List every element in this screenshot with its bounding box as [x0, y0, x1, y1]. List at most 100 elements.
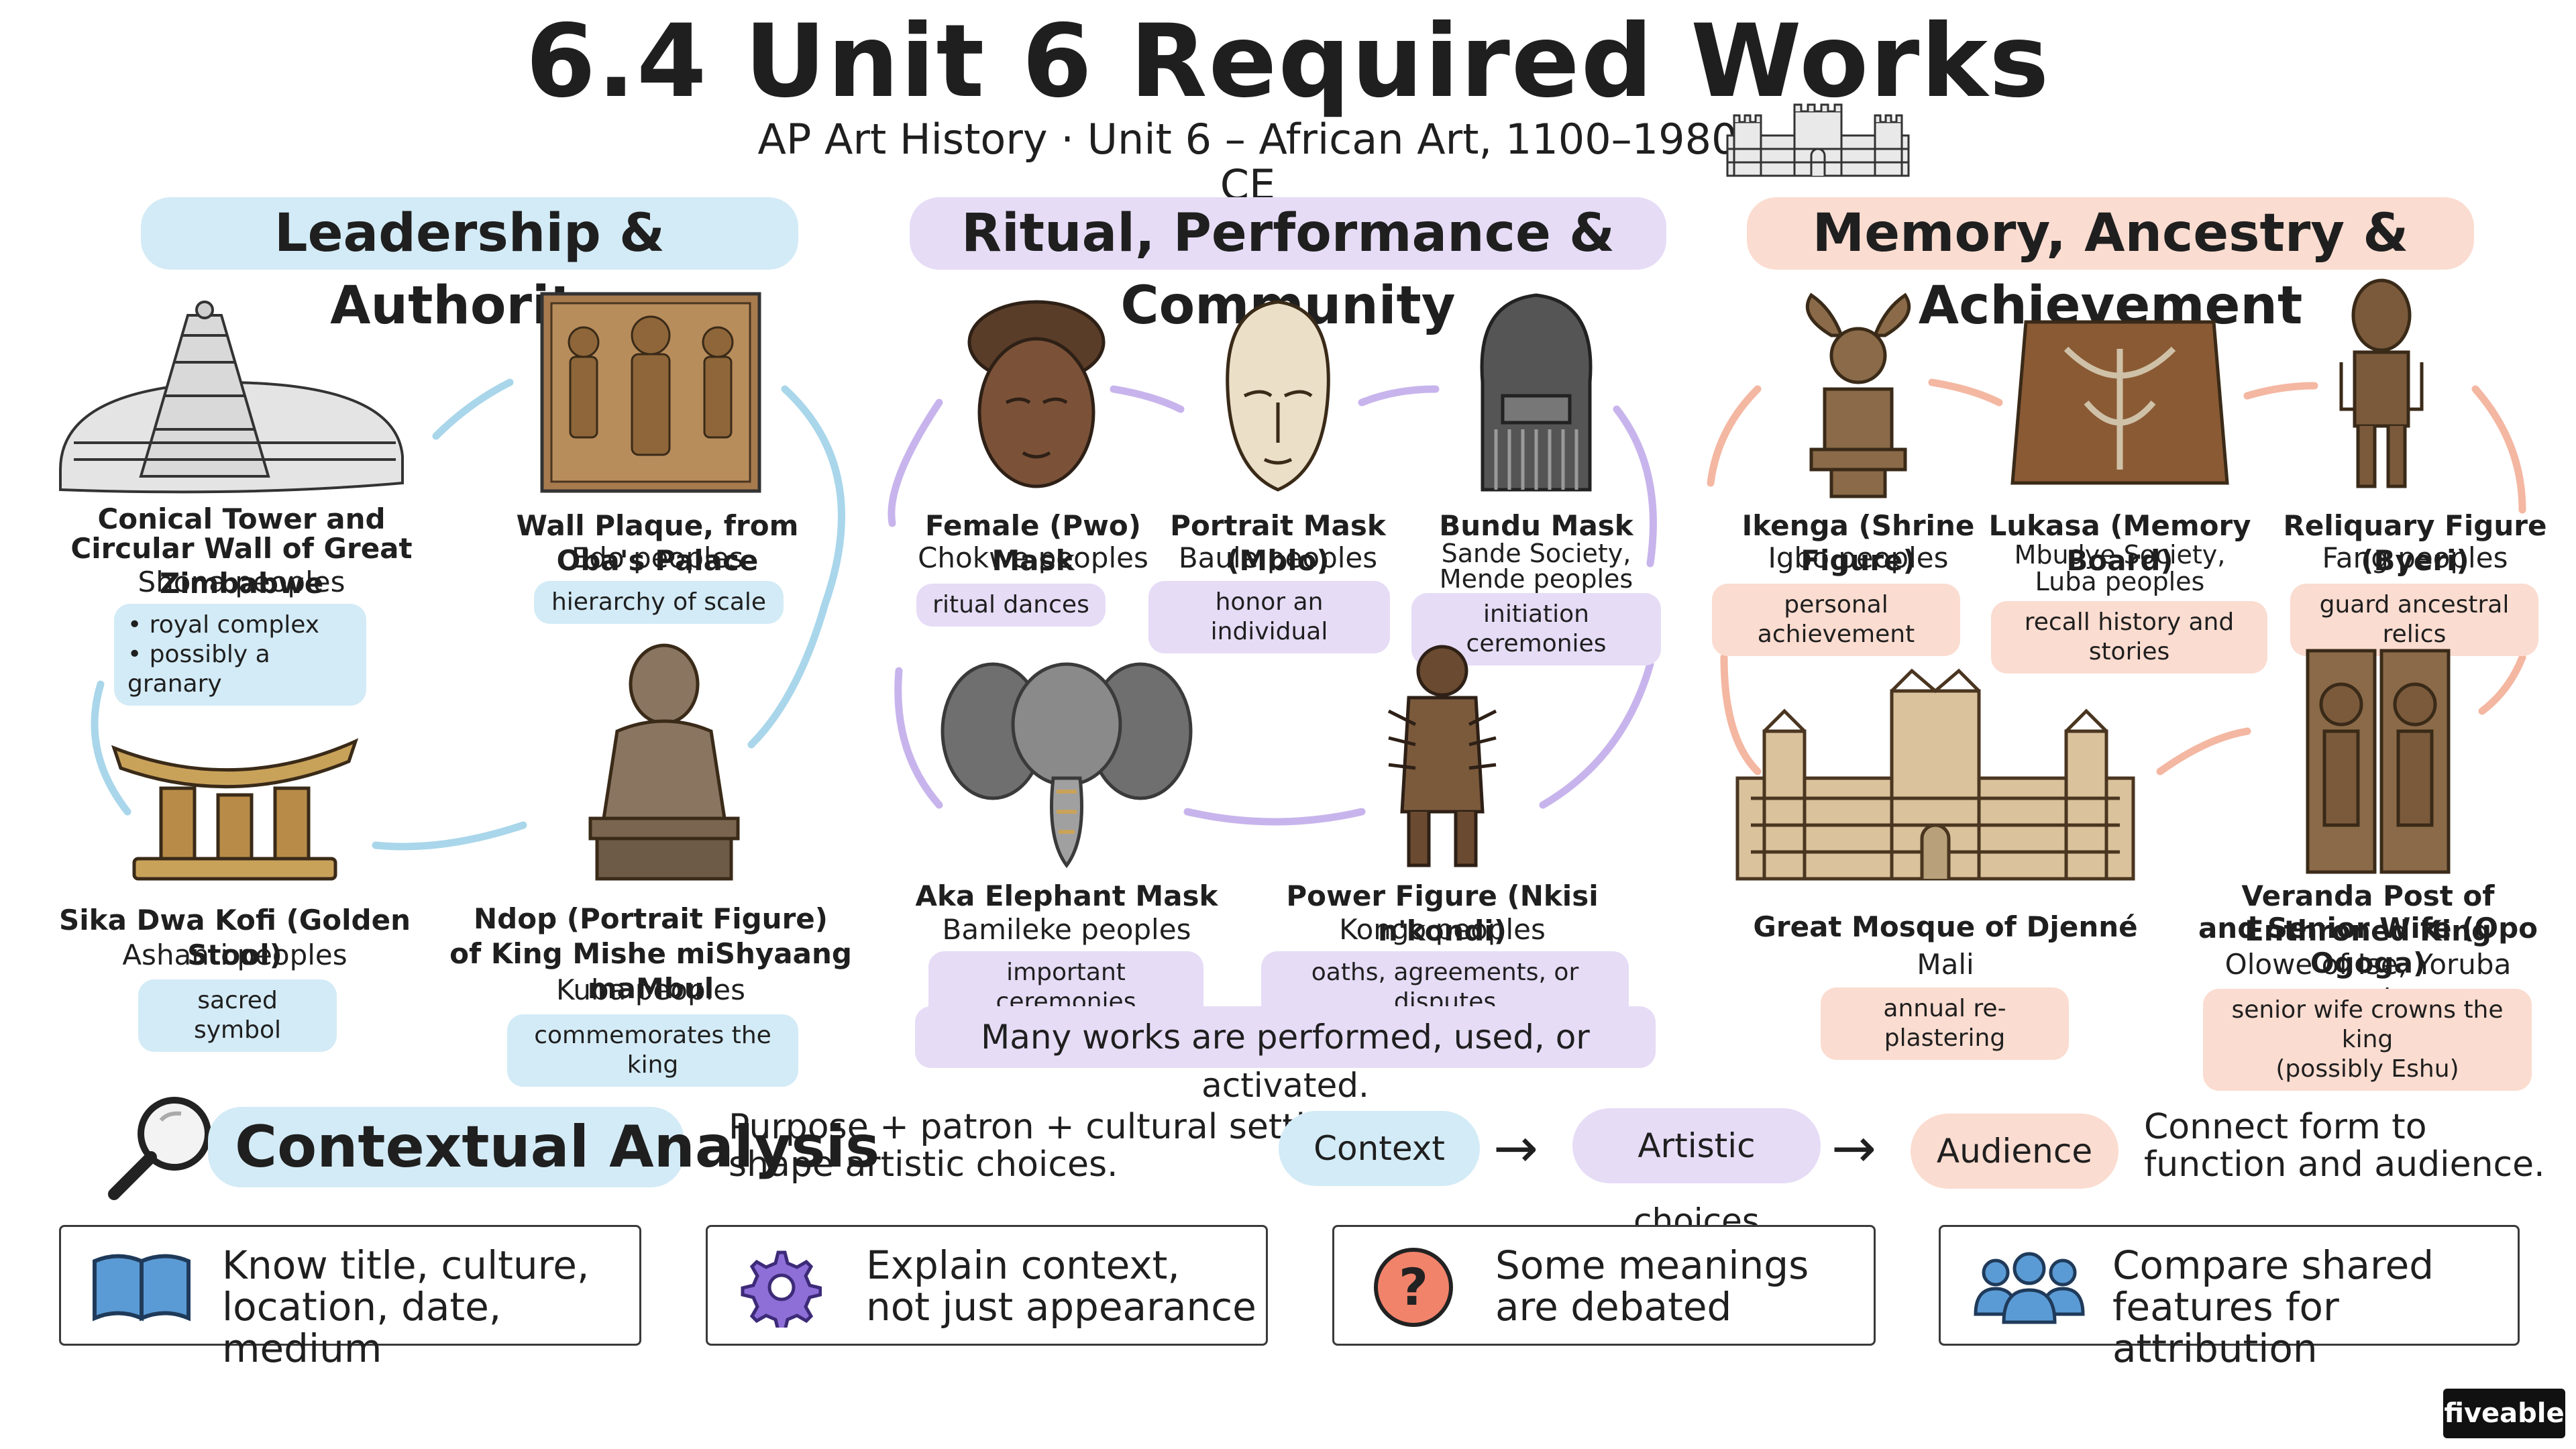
category-leadership: Leadership & Authority [141, 197, 798, 336]
ikenga-note: personal achievement [1712, 584, 1960, 656]
ritual-summary: Many works are performed, used, or activ… [915, 1006, 1656, 1105]
nkisi-name: Power Figure (Nkisi n'kondi) [1286, 879, 1599, 948]
lukasa-note: recall history and stories [1991, 601, 2267, 674]
mosque-illustration [1735, 668, 2135, 881]
tip-4-text: Compare shared features for attribution [2112, 1244, 2518, 1369]
mblo-mask-illustration [1226, 300, 1330, 492]
question-icon: ? [1374, 1248, 1453, 1327]
tip-1-line1: Know title, culture, [222, 1242, 590, 1288]
power-figure-illustration [1387, 645, 1497, 867]
byeri-note: guard ancestral relics [2290, 584, 2538, 656]
flow-context: Context [1279, 1111, 1480, 1186]
veranda-note-2: (possibly Eshu) [2275, 1055, 2459, 1083]
category-memory: Memory, Ancestry & Achievement [1747, 197, 2474, 336]
veranda-post-illustration [2306, 649, 2451, 874]
elephant-culture: Bamileke peoples [942, 913, 1191, 946]
zimbabwe-culture: Shona peoples [138, 566, 345, 598]
gear-icon [741, 1250, 822, 1328]
tip-3-line2: are debated [1495, 1284, 1732, 1330]
pwo-culture: Chokwe peoples [918, 541, 1148, 574]
arrow-right-icon: → [1493, 1117, 1539, 1179]
pwo-note: ritual dances [916, 584, 1106, 627]
book-icon [93, 1254, 191, 1322]
tip-2-line2: not just appearance [866, 1284, 1256, 1330]
pwo-name: Female (Pwo) Mask [925, 509, 1141, 578]
ndop-figure-illustration [588, 643, 740, 881]
ikenga-illustration [1805, 292, 1911, 498]
tip-1-text: Know title, culture, location, date, med… [222, 1244, 639, 1369]
bundu-name: Bundu Mask [1439, 509, 1633, 542]
flow-audience: Audience [1911, 1114, 2118, 1189]
tip-card-2: Explain context, not just appearance [706, 1225, 1268, 1346]
ikenga-name: Ikenga (Shrine Figure) [1741, 509, 1975, 578]
lukasa-name: Lukasa (Memory Board) [1988, 509, 2251, 578]
analysis-desc-1: Purpose + patron + cultural setting [729, 1107, 1350, 1147]
page-title: 6.4 Unit 6 Required Works [525, 3, 2051, 120]
svg-text:?: ? [1399, 1257, 1428, 1317]
ndop-name-1: Ndop (Portrait Figure) [474, 902, 828, 935]
djenne-culture: Mali [1917, 948, 1974, 981]
byeri-culture: Fang peoples [2322, 541, 2508, 574]
mblo-name: Portrait Mask (Mblo) [1170, 509, 1386, 578]
elephant-name: Aka Elephant Mask [915, 879, 1218, 912]
veranda-note-1: senior wife crowns the king [2231, 996, 2504, 1053]
tip-card-4: Compare shared features for attribution [1939, 1225, 2520, 1369]
ndop-name-2: of King Mishe miShyaang maMbul [449, 937, 852, 1006]
ndop-note: commemorates the king [507, 1014, 798, 1087]
elephant-mask-illustration [941, 662, 1193, 869]
tip-card-1: Know title, culture, location, date, med… [59, 1225, 641, 1369]
bundu-mask-illustration [1480, 293, 1593, 492]
lukasa-culture-1: Mbudye Society, [2014, 540, 2226, 570]
page-subtitle: AP Art History · Unit 6 – African Art, 1… [757, 115, 1738, 210]
analysis-conclusion-1: Connect form to [2144, 1107, 2427, 1147]
bundu-culture-1: Sande Society, [1441, 539, 1631, 568]
tip-card-3: ? Some meanings are debated [1332, 1225, 1876, 1346]
zimbabwe-note-2: • possibly a granary [127, 640, 270, 698]
stool-note: sacred symbol [138, 979, 337, 1052]
plaque-note: hierarchy of scale [534, 581, 784, 624]
brand-logo[interactable]: fiveable [2443, 1389, 2565, 1438]
golden-stool-illustration [111, 738, 359, 881]
djenne-name: Great Mosque of Djenné [1753, 910, 2138, 943]
zimbabwe-name-1: Conical Tower and [97, 502, 386, 535]
zimbabwe-name-2: Circular Wall of Great Zimbabwe [70, 532, 413, 600]
fortress-illustration [1726, 103, 1910, 177]
analysis-desc-2: shape artistic choices. [729, 1144, 1118, 1185]
tip-3-text: Some meanings are debated [1495, 1244, 1809, 1328]
tip-2-line1: Explain context, [866, 1242, 1180, 1288]
tip-4-line2: features for attribution [2112, 1284, 2339, 1371]
analysis-title-highlight [208, 1107, 684, 1187]
veranda-name-2: and Senior Wife (Opo Ogoga) [2198, 912, 2538, 980]
tip-2-text: Explain context, not just appearance [866, 1244, 1256, 1328]
veranda-name-1: Veranda Post of Enthroned King [2241, 879, 2495, 948]
people-icon [1974, 1252, 2085, 1324]
zimbabwe-note-1: • royal complex [127, 611, 320, 639]
ndop-culture: Kuba peoples [555, 973, 746, 1006]
stool-culture: Ashanti peoples [122, 938, 347, 971]
conical-tower-illustration [59, 301, 404, 494]
byeri-figure-illustration [2339, 278, 2424, 488]
mblo-note: honor an individual [1148, 581, 1390, 653]
lukasa-illustration [2010, 320, 2229, 485]
wall-plaque-illustration [540, 292, 761, 493]
zimbabwe-note: • royal complex • possibly a granary [114, 604, 366, 706]
bundu-culture-2: Mende peoples [1439, 564, 1633, 594]
arrow-right-icon-2: → [1831, 1117, 1877, 1179]
analysis-title: Contextual Analysis [235, 1114, 880, 1181]
nkisi-culture: Kongo peoples [1339, 913, 1546, 946]
pwo-mask-illustration [967, 300, 1106, 488]
ikenga-culture: Igbo peoples [1768, 541, 1949, 574]
tip-1-line2: location, date, medium [222, 1284, 502, 1371]
stool-name: Sika Dwa Kofi (Golden Stool) [59, 904, 411, 972]
plaque-culture: Edo peoples [571, 541, 744, 574]
veranda-note: senior wife crowns the king (possibly Es… [2203, 989, 2532, 1091]
djenne-note: annual re-plastering [1821, 987, 2069, 1060]
lukasa-culture-2: Luba peoples [2035, 567, 2205, 596]
plaque-name: Wall Plaque, from Oba's Palace [516, 509, 799, 578]
analysis-conclusion-2: function and audience. [2144, 1144, 2545, 1185]
mblo-culture: Baule peoples [1178, 541, 1378, 574]
tip-4-line1: Compare shared [2112, 1242, 2434, 1288]
magnifying-glass-icon [108, 1097, 211, 1200]
flow-artistic-choices: Artistic choices [1572, 1108, 1821, 1240]
analysis-desc: Purpose + patron + cultural setting shap… [729, 1108, 1350, 1183]
